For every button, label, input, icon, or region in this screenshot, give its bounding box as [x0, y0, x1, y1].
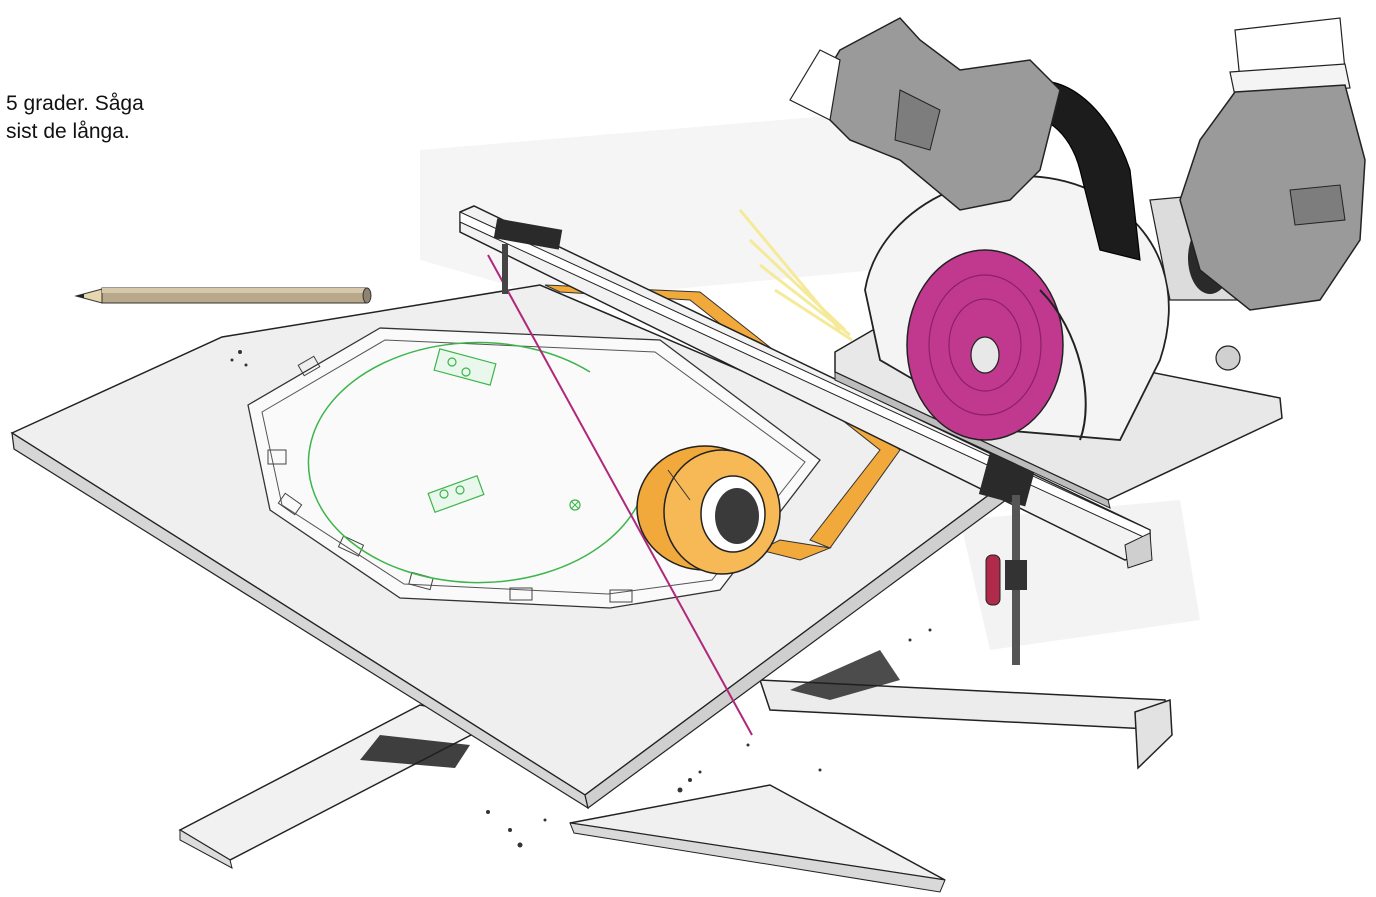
- caption-line-1: 5 grader. Såga: [6, 92, 144, 115]
- pencil-icon: [74, 287, 372, 304]
- offcut-triangle: [569, 784, 946, 893]
- caption-text: 5 grader. Såga sist de långa.: [6, 90, 144, 146]
- cut-line: [487, 254, 753, 736]
- caption-line-2: sist de långa.: [6, 120, 130, 143]
- circular-saw-icon: [834, 80, 1283, 509]
- support-boards: [178, 650, 1173, 869]
- tape-roll-icon: [636, 445, 781, 575]
- glove-icon: [789, 17, 1366, 311]
- circle-guide: [307, 341, 641, 584]
- spark-rays: [738, 209, 853, 342]
- sawdust: [486, 628, 932, 848]
- straightedge-rail: [459, 205, 1153, 569]
